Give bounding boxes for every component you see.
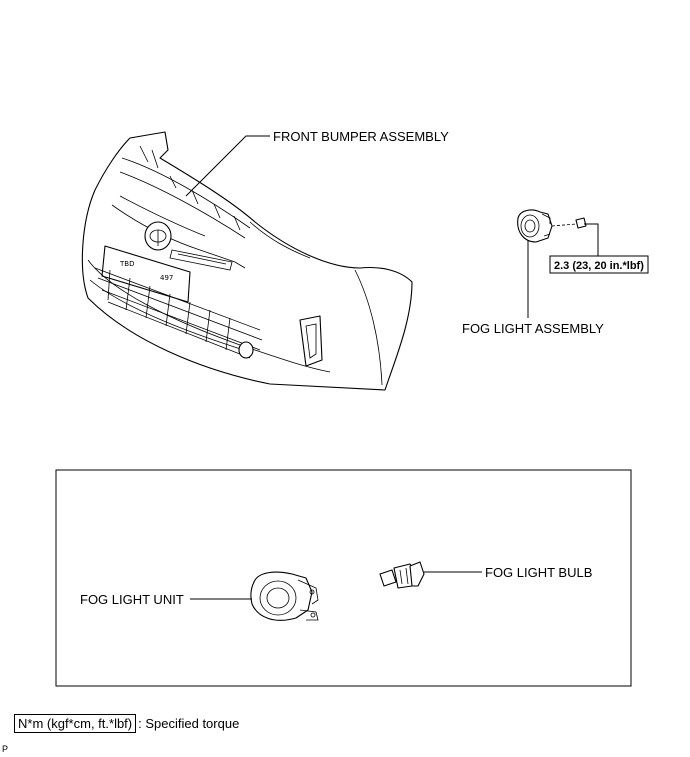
component-breakdown-frame: [55, 469, 632, 687]
torque-legend-description: : Specified torque: [138, 716, 240, 731]
svg-text:TBD: TBD: [119, 260, 134, 268]
corner-mark: P: [2, 744, 9, 754]
fog-light-assembly-label: FOG LIGHT ASSEMBLY: [462, 321, 604, 336]
torque-leader: [584, 223, 599, 256]
fog-light-assembly-drawing: [517, 209, 587, 243]
fog-light-unit-drawing: [250, 571, 319, 621]
front-bumper-leader: [185, 135, 270, 197]
fog-light-bulb-label: FOG LIGHT BULB: [485, 565, 592, 580]
front-bumper-assembly-label: FRONT BUMPER ASSEMBLY: [273, 129, 449, 144]
torque-unit-box: N*m (kgf*cm, ft.*lbf): [14, 714, 137, 733]
fog-light-unit-label: FOG LIGHT UNIT: [80, 592, 184, 607]
torque-value-label: 2.3 (23, 20 in.*lbf): [554, 260, 644, 272]
svg-text:497: 497: [160, 274, 173, 282]
torque-spec-box: [549, 255, 649, 274]
torque-legend: N*m (kgf*cm, ft.*lbf) : Specified torque: [14, 714, 239, 733]
front-bumper-assembly-drawing: TBD 497: [81, 131, 413, 391]
fog-light-bulb-drawing: [379, 561, 425, 589]
